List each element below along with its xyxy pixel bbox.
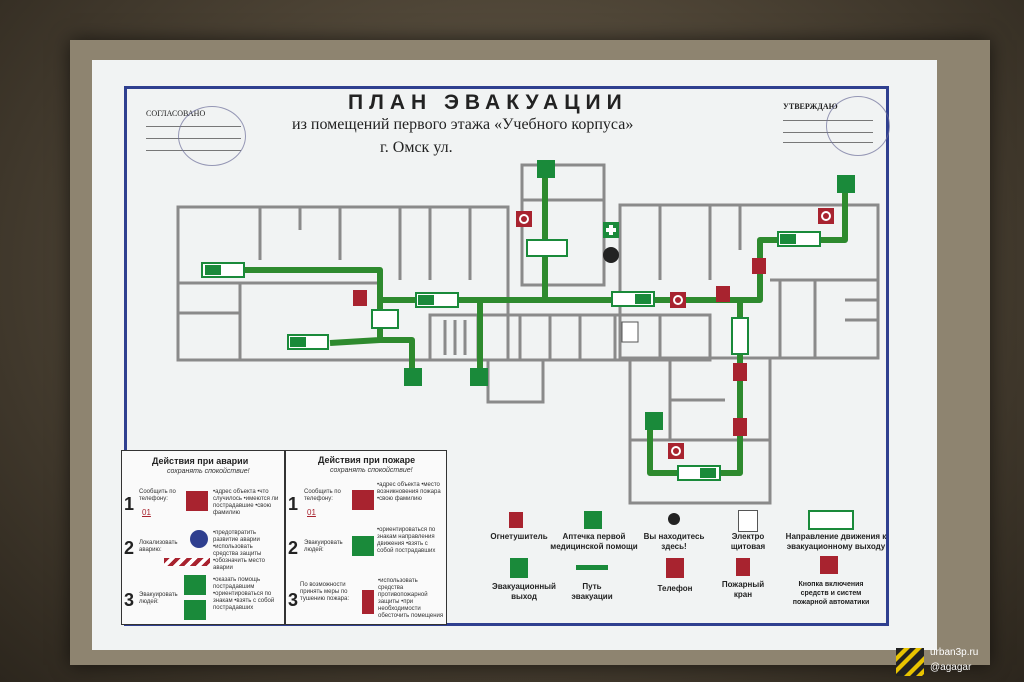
fire-alarm-button-icon <box>820 556 838 574</box>
first-aid-icon <box>184 575 206 595</box>
exit-person-icon <box>352 536 374 556</box>
exit-icon <box>510 558 528 578</box>
legend-button: Кнопка включения средств и систем пожарн… <box>792 581 870 606</box>
plan-title: ПЛАН ЭВАКУАЦИИ <box>348 91 628 114</box>
fire-phone-number: 01 <box>307 508 316 517</box>
stamp-seal <box>178 106 246 166</box>
approve-label: УТВЕРЖДАЮ <box>783 102 838 111</box>
watermark-site: urban3p.ru <box>930 647 979 658</box>
legend-extinguisher: Огнетушитель <box>490 532 548 541</box>
you-are-here-icon <box>668 513 680 525</box>
accident-step-3-number: 3 <box>124 590 135 610</box>
accident-subtitle: сохранять спокойствие! <box>167 468 250 475</box>
evacuation-routes <box>245 170 848 476</box>
fire-step-2: Эвакуировать людей: <box>304 540 343 553</box>
watermark-author: @agagar <box>930 662 972 673</box>
signature-line <box>783 142 873 143</box>
fire-step-2-notes: •ориентироваться по знакам направления д… <box>377 527 436 554</box>
phone-icon <box>352 490 374 510</box>
fire-title: Действия при пожаре <box>318 455 416 465</box>
phone-icon <box>666 558 684 578</box>
gas-mask-icon <box>190 530 208 548</box>
fire-step-1-notes: •адрес объекта •место возникновения пожа… <box>377 482 441 502</box>
phone-icon <box>186 491 208 511</box>
stamp-seal <box>826 96 890 156</box>
fire-step-3-notes: •использовать средства противопожарной з… <box>378 578 444 619</box>
accident-step-2-notes: •предотвратить развитие аварии •использо… <box>213 530 265 571</box>
accident-step-1-notes: •адрес объекта •что случилось •имеются л… <box>213 489 279 516</box>
fire-step-2-number: 2 <box>288 538 299 558</box>
legend-phone: Телефон <box>657 584 693 593</box>
fire-extinguisher-icon <box>362 590 374 614</box>
legend-hydrant: Пожарный кран <box>721 580 765 599</box>
accident-step-3-notes: •оказать помощь пострадавшим •ориентиров… <box>213 577 275 611</box>
accident-step-2-number: 2 <box>124 538 135 558</box>
fire-step-1-number: 1 <box>288 494 299 514</box>
accident-step-2: Локализовать аварию: <box>139 540 178 553</box>
fire-step-3-number: 3 <box>288 590 299 610</box>
fire-step-3: По возможности принять меры по тушению п… <box>300 582 350 602</box>
legend-direction: Направление движения к эвакуационному вы… <box>785 532 887 551</box>
exit-person-icon <box>184 600 206 620</box>
direction-sign-icon <box>808 510 854 530</box>
exit-signs <box>201 160 855 481</box>
fire-subtitle: сохранять спокойствие! <box>330 467 413 474</box>
legend-path: Путь эвакуации <box>571 582 613 601</box>
legend-first-aid: Аптечка первой медицинской помощи <box>550 532 638 551</box>
plan-frame <box>124 86 889 626</box>
building-walls <box>176 163 880 505</box>
accident-title: Действия при аварии <box>152 456 249 466</box>
watermark-logo-icon <box>896 648 924 676</box>
accident-phone-number: 01 <box>142 508 151 517</box>
plan-city: г. Омск ул. <box>380 139 453 156</box>
legend-exit: Эвакуационный выход <box>492 582 556 601</box>
hydrant-icon <box>736 558 750 576</box>
accident-step-3: Эвакуировать людей: <box>139 592 178 605</box>
extinguisher-icon <box>509 512 523 528</box>
accident-step-1: Сообщить по телефону: <box>139 489 176 502</box>
electric-panel-icon <box>738 510 758 532</box>
fire-equipment <box>353 208 834 459</box>
agreed-label: СОГЛАСОВАНО <box>146 109 206 118</box>
first-aid-icon <box>584 511 602 529</box>
legend-electric: Электро щитовая <box>730 532 766 551</box>
plan-subtitle: из помещений первого этажа «Учебного кор… <box>292 116 634 133</box>
legend-you-are-here: Вы находитесь здесь! <box>643 532 705 551</box>
fire-step-1: Сообщить по телефону: <box>304 489 341 502</box>
route-line-icon <box>576 565 608 570</box>
hazard-stripe-icon <box>164 558 210 566</box>
accident-step-1-number: 1 <box>124 494 135 514</box>
